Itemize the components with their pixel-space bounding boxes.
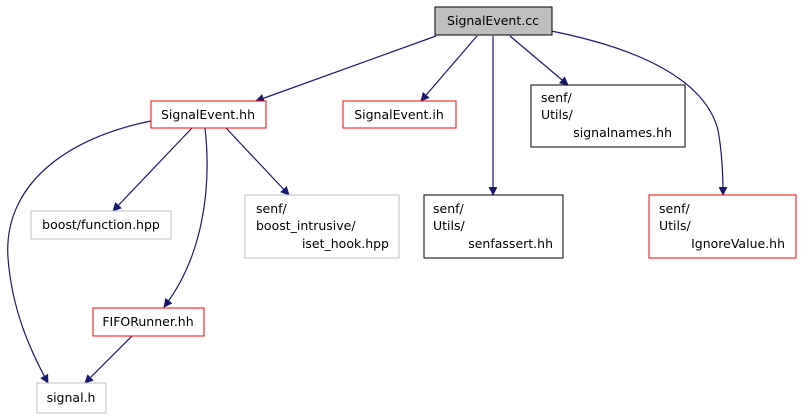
edge-fiforunner-hh-to-signal-h — [84, 335, 133, 384]
node-label: Utils/ — [433, 218, 466, 233]
node-label: SignalEvent.ih — [354, 107, 444, 122]
node-boost-function[interactable]: boost/function.hpp — [30, 210, 172, 240]
node-label: SignalEvent.cc — [447, 13, 539, 28]
edge-signalevent-hh-to-signal-h — [7, 120, 152, 384]
node-signalevent-hh[interactable]: SignalEvent.hh — [150, 100, 267, 129]
edge-signalevent-cc-to-signalevent-ih — [420, 35, 478, 102]
node-signalevent-ih[interactable]: SignalEvent.ih — [342, 100, 457, 129]
nodes: SignalEvent.cc SignalEvent.hh SignalEven… — [30, 6, 797, 414]
node-label: senfassert.hh — [468, 236, 553, 251]
node-label: SignalEvent.hh — [161, 107, 255, 122]
node-label: boost/function.hpp — [42, 217, 160, 232]
node-signalevent-cc[interactable]: SignalEvent.cc — [434, 6, 553, 36]
edge-signalevent-cc-to-signalevent-hh — [255, 35, 437, 103]
node-ignorevalue-hh[interactable]: senf/ Utils/ IgnoreValue.hh — [648, 194, 797, 259]
node-label: iset_hook.hpp — [302, 236, 389, 251]
edge-signalevent-hh-to-boost-function — [112, 127, 193, 212]
edge-signalevent-hh-to-iset-hook — [225, 127, 290, 196]
node-label: boost_intrusive/ — [256, 218, 356, 233]
node-signalnames-hh[interactable]: senf/ Utils/ signalnames.hh — [530, 84, 686, 148]
edge-signalevent-hh-to-fiforunner-hh — [163, 127, 208, 308]
node-label: Utils/ — [541, 107, 574, 122]
node-label: senf/ — [256, 201, 288, 216]
edges — [7, 29, 728, 384]
node-label: FIFORunner.hh — [102, 314, 193, 329]
node-label: IgnoreValue.hh — [691, 236, 785, 251]
node-label: signal.h — [47, 390, 96, 405]
node-fiforunner-hh[interactable]: FIFORunner.hh — [92, 307, 205, 337]
node-label: senf/ — [433, 201, 465, 216]
node-senfassert-hh[interactable]: senf/ Utils/ senfassert.hh — [423, 194, 564, 259]
edge-signalevent-cc-to-ignorevalue-hh — [545, 29, 728, 196]
edge-signalevent-cc-to-signalnames-hh — [509, 35, 569, 86]
node-label: senf/ — [659, 201, 691, 216]
node-label: signalnames.hh — [573, 125, 672, 140]
node-label: senf/ — [541, 90, 573, 105]
node-iset-hook[interactable]: senf/ boost_intrusive/ iset_hook.hpp — [244, 194, 400, 259]
node-signal-h[interactable]: signal.h — [36, 382, 107, 414]
node-label: Utils/ — [659, 218, 692, 233]
